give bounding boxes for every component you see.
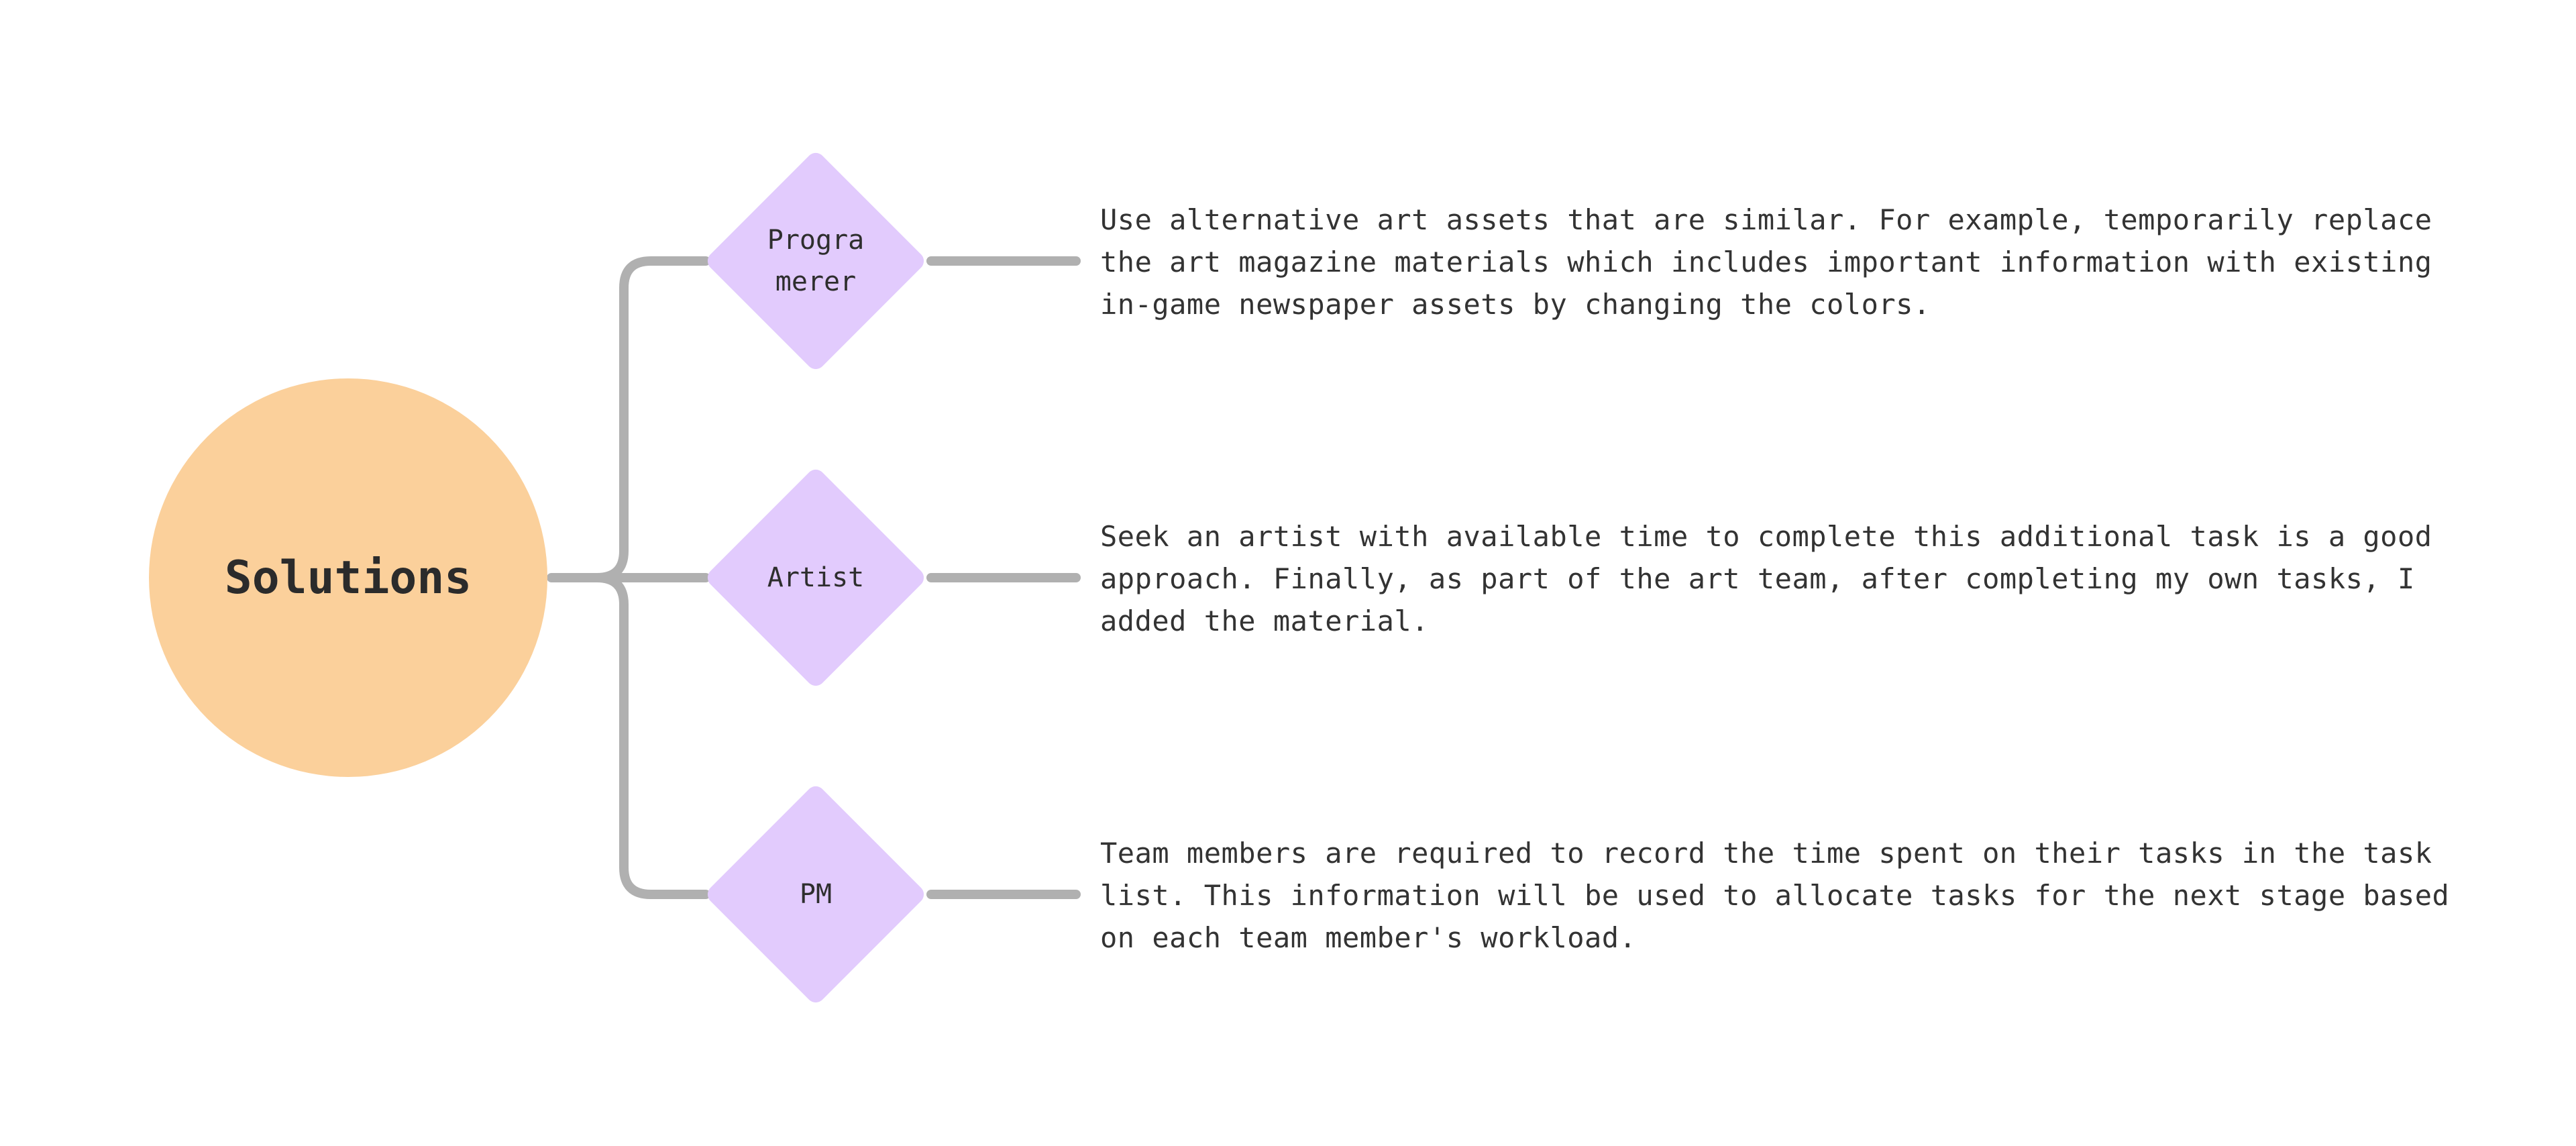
branch-node-pm: PM [703, 782, 928, 1007]
branch-node-label: Artist [767, 562, 865, 593]
connector-to-pm [592, 573, 710, 899]
connector-to-programmer [592, 256, 710, 582]
branch-node-artist: Artist [703, 465, 928, 690]
branch-node-label: Progra merer [767, 225, 865, 297]
root-node-solutions: Solutions [149, 378, 547, 777]
programmer-description-text: Use alternative art assets that are simi… [1100, 203, 2432, 321]
artist-description-text: Seek an artist with available time to co… [1100, 520, 2432, 637]
pm-description-text: Team members are required to record the … [1100, 837, 2450, 954]
root-node-label: Solutions [224, 551, 472, 605]
branch-node-label: PM [799, 879, 833, 910]
branch-node-programmer: Progra merer [703, 148, 928, 374]
